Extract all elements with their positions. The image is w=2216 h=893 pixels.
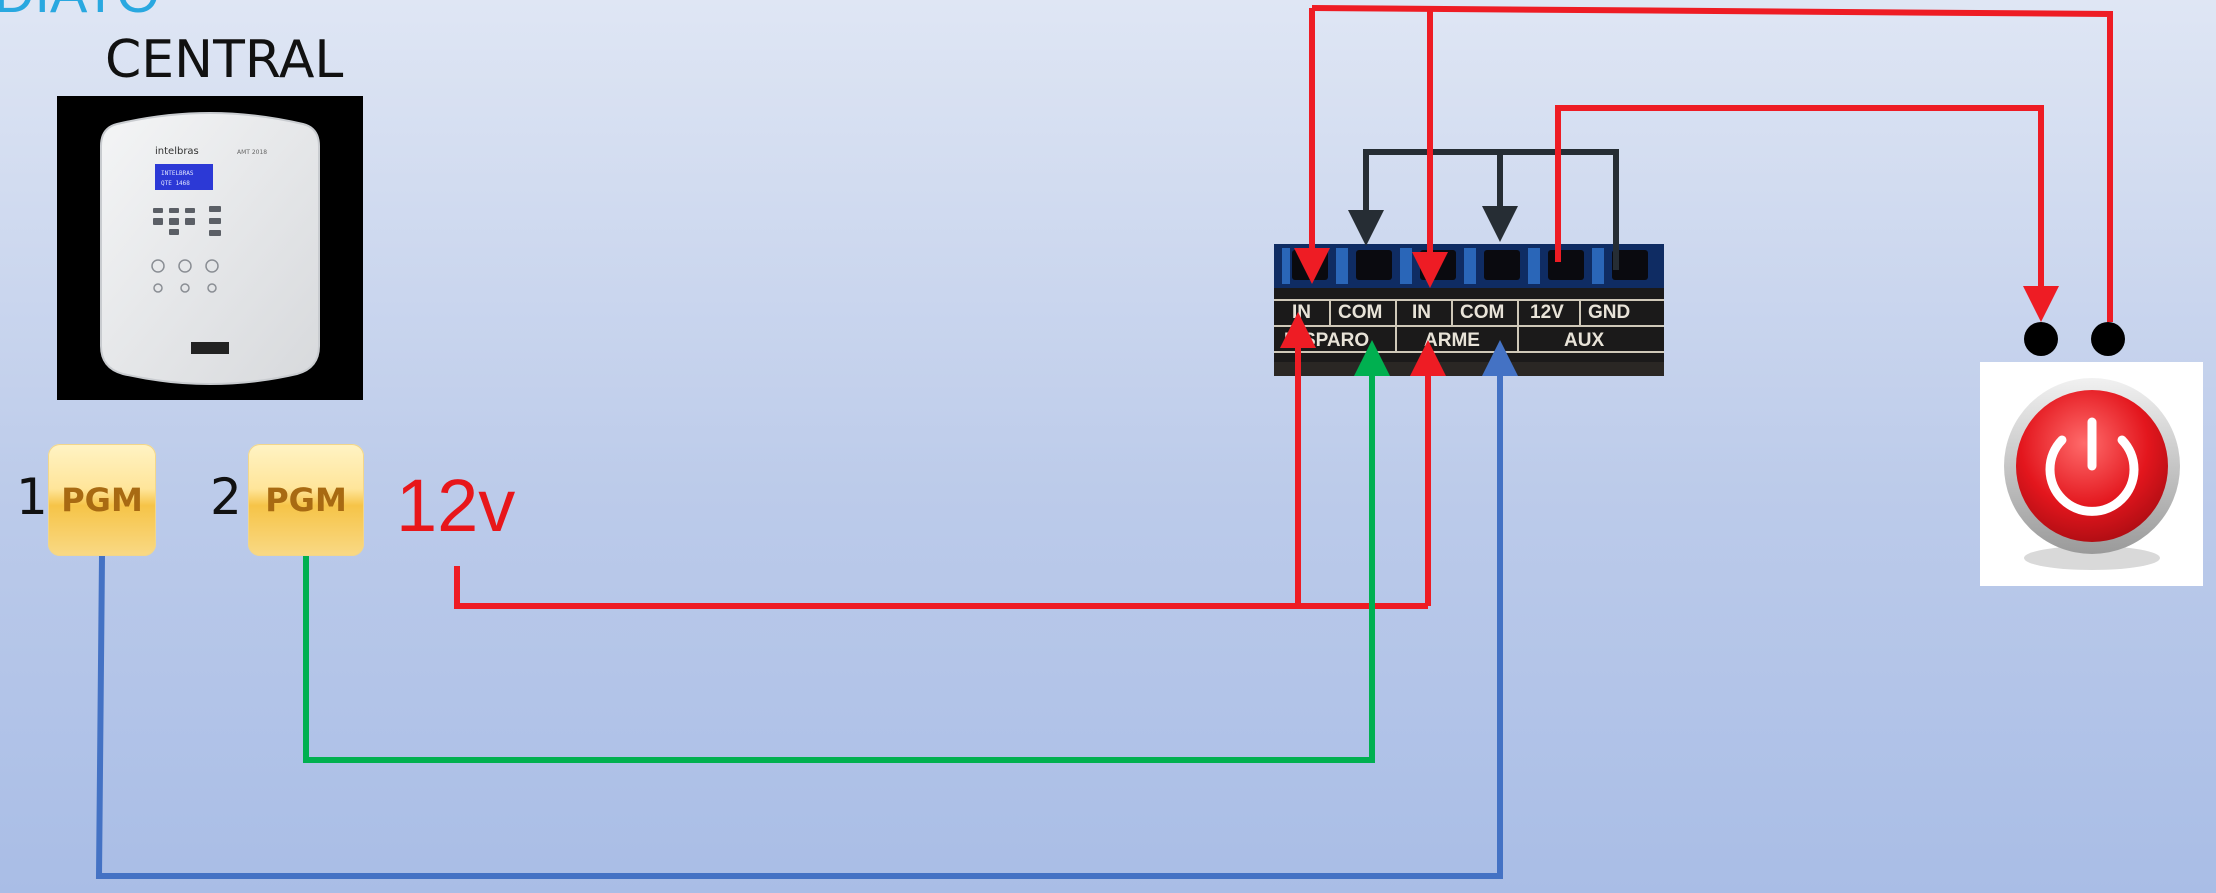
panel-display-line1: INTELBRAS (161, 170, 194, 177)
panel-logo-badge (191, 342, 229, 354)
push-button-image (1980, 362, 2203, 586)
pgm-2-icon: PGM (248, 444, 364, 556)
pgm-1-icon: PGM (48, 444, 156, 556)
pgm-2-number: 2 (210, 468, 242, 526)
terminal-group-aux: AUX (1564, 330, 1605, 351)
button-terminal-1 (2024, 322, 2058, 356)
pgm-1-label: PGM (61, 481, 143, 519)
voltage-label: 12v (396, 464, 516, 547)
button-terminal-2 (2091, 322, 2125, 356)
panel-model: AMT 2018 (237, 149, 267, 156)
terminal-group-arme: ARME (1424, 330, 1480, 351)
power-button-icon (2045, 417, 2139, 516)
terminal-com-1: COM (1338, 302, 1383, 323)
panel-round-buttons (151, 259, 219, 293)
terminal-block: IN COM IN COM 12V GND DISPARO ARME AUX (1274, 244, 1664, 376)
central-label: CENTRAL (105, 30, 344, 90)
central-panel-image: intelbras AMT 2018 INTELBRAS QTE 1468 (57, 96, 363, 400)
terminal-com-2: COM (1460, 302, 1505, 323)
slide-title: DIATO (0, 0, 160, 25)
wire-pgm1 (95, 340, 1518, 879)
terminal-in-1: IN (1292, 302, 1311, 323)
terminal-12v: 12V (1530, 302, 1564, 323)
pgm-1-number: 1 (16, 468, 48, 526)
terminal-in-2: IN (1412, 302, 1431, 323)
panel-display (155, 164, 213, 190)
terminal-gnd: GND (1588, 302, 1631, 323)
wire-pgm2 (303, 340, 1390, 763)
terminal-group-disparo: DISPARO (1284, 330, 1370, 351)
pgm-2-label: PGM (265, 481, 347, 519)
panel-brand: intelbras (155, 146, 199, 157)
panel-display-line2: QTE 1468 (161, 180, 190, 187)
panel-keypad (153, 206, 221, 236)
